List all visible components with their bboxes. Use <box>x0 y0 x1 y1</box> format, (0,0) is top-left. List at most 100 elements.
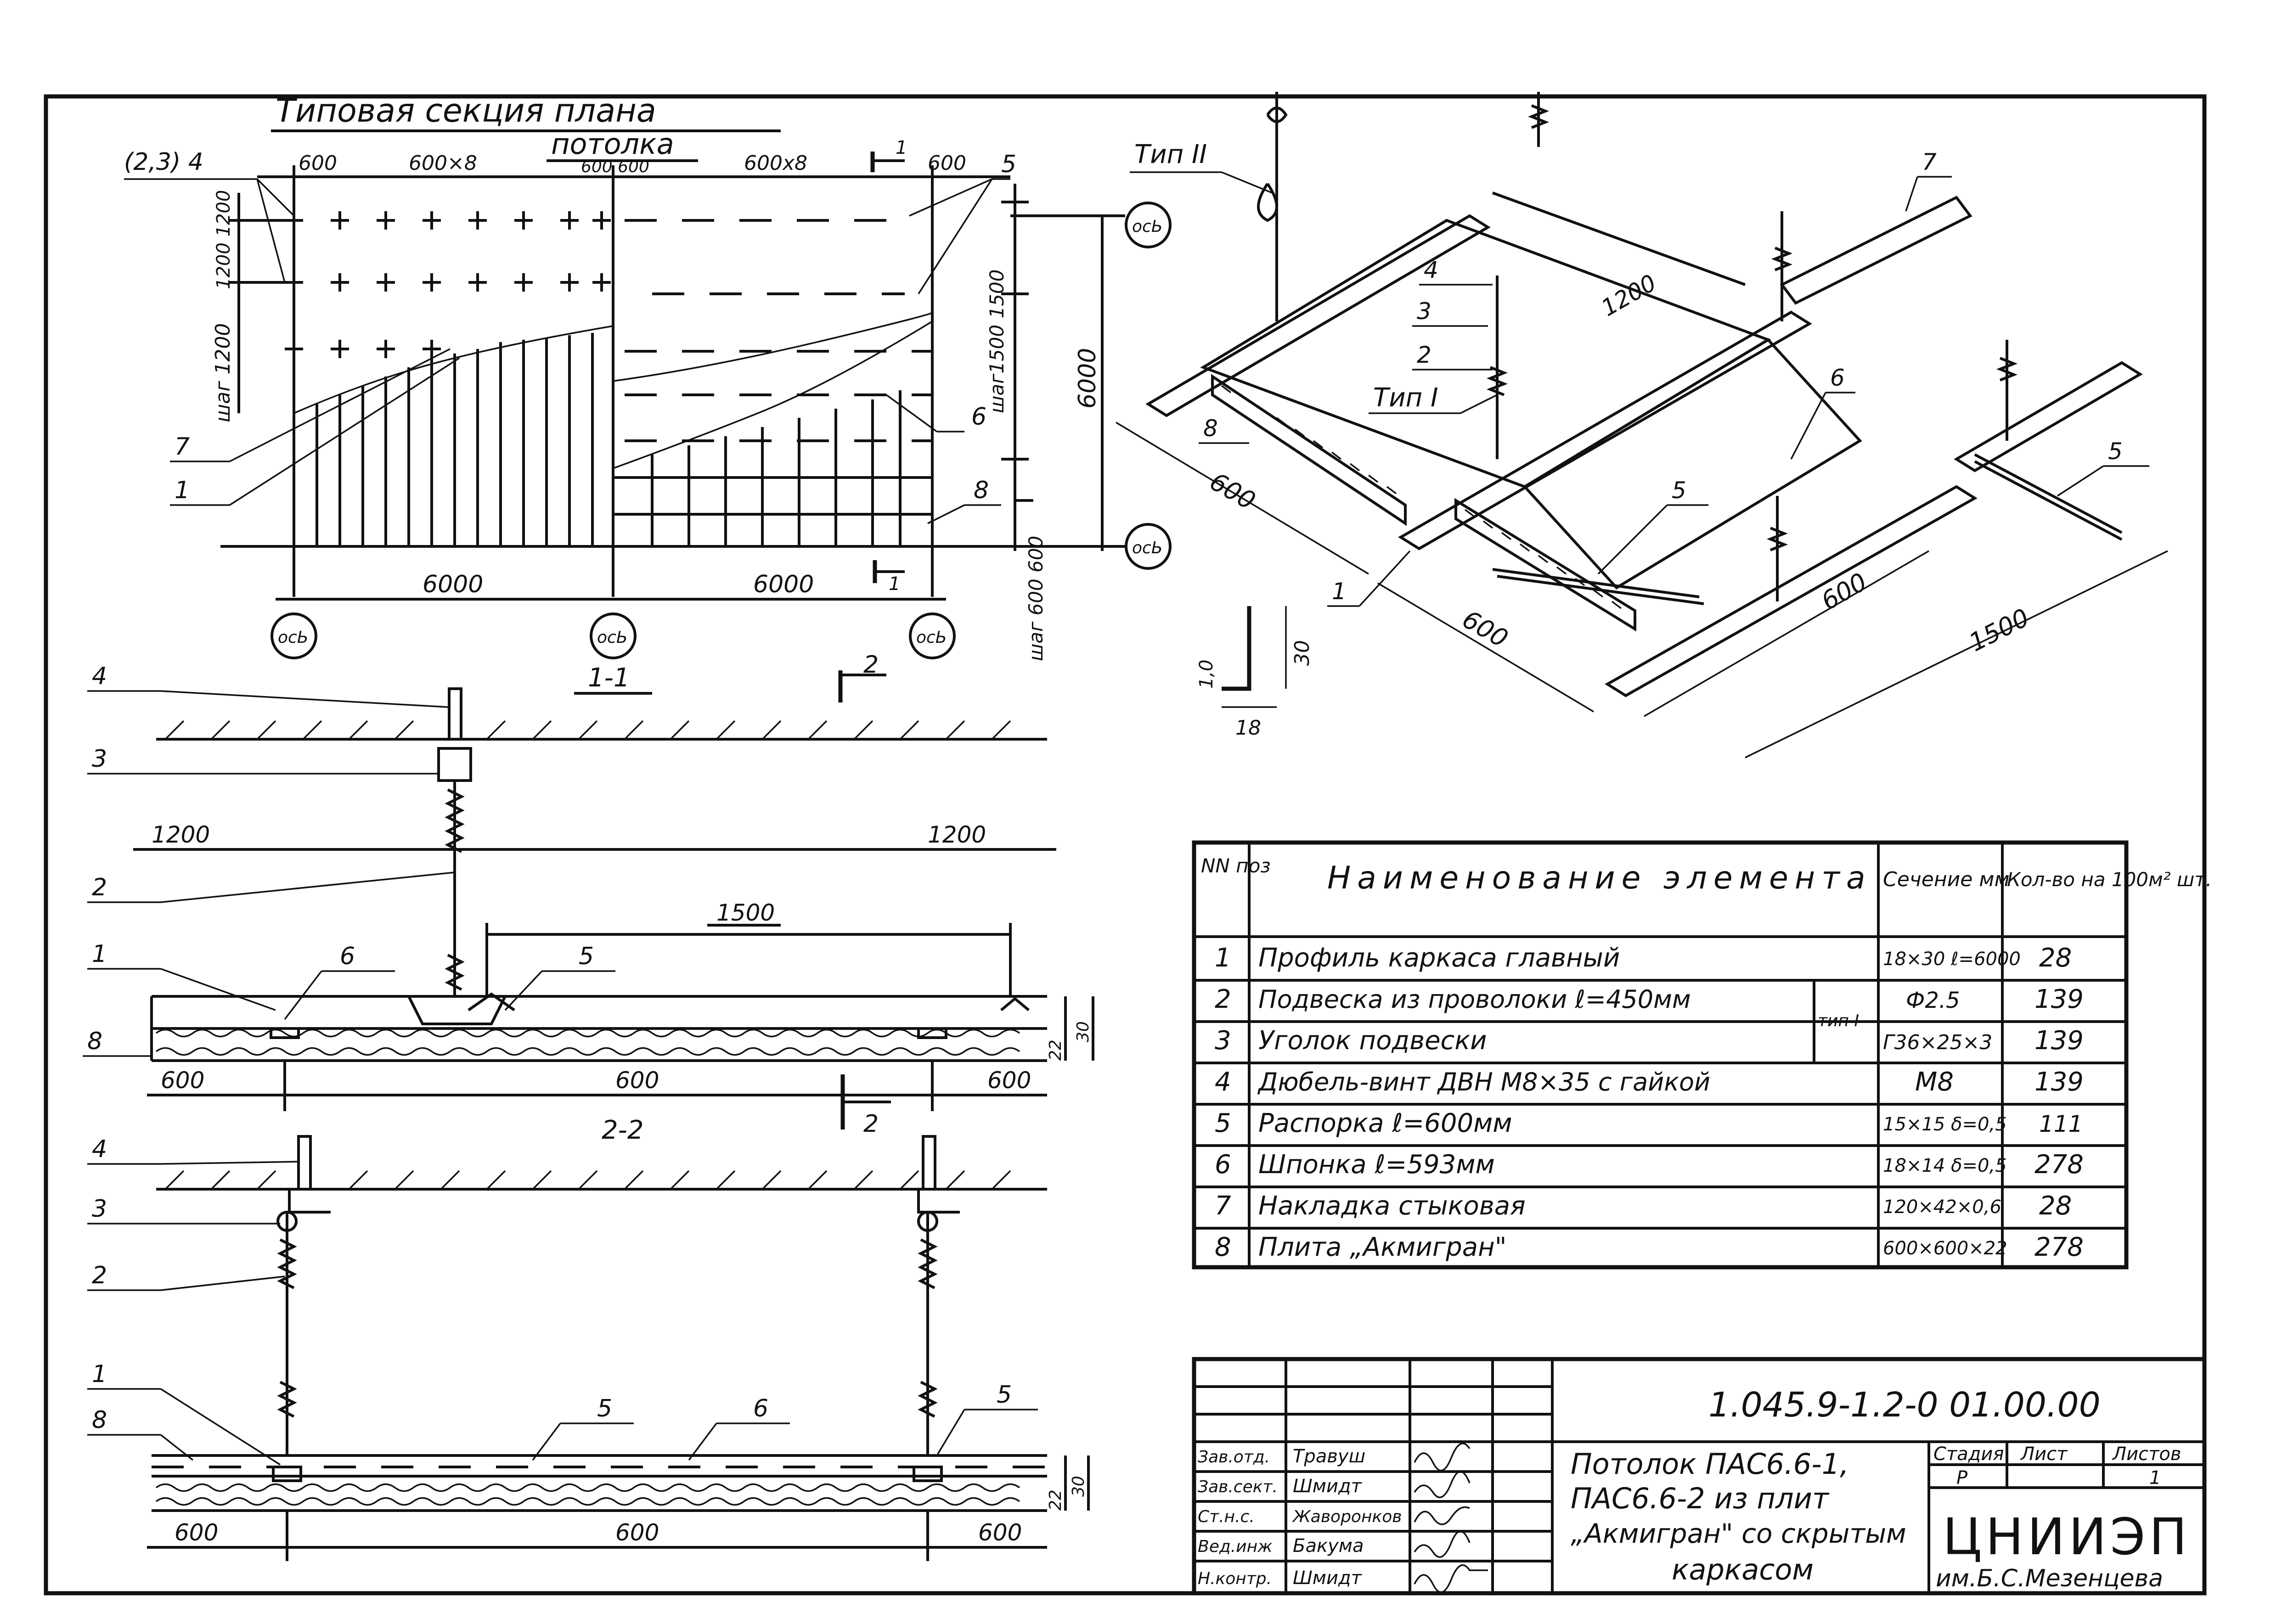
section22-dim-30: 30 <box>1069 1476 1088 1497</box>
section11-label-4: 4 <box>92 663 107 690</box>
sign-name: Шмидт <box>1293 1568 1363 1589</box>
iso-type1-label: Тип I <box>1373 383 1438 413</box>
section11-label-1: 1 <box>92 940 107 968</box>
iso-type2-label: Тип II <box>1134 140 1207 169</box>
plan-dim-600-600: 600 600 <box>581 157 649 176</box>
spec-row-qty: 139 <box>2034 1026 2084 1056</box>
section11-mark: 2 <box>863 651 879 679</box>
iso-label-3: 3 <box>1417 298 1431 325</box>
spec-row-name: Дюбель-винт ДВН М8×35 с гайкой <box>1257 1068 1710 1096</box>
section11-dim-30: 30 <box>1074 1021 1093 1042</box>
title-line-3: „Акмигран" со скрытым <box>1571 1518 1906 1549</box>
section11-mark-bottom: 2 <box>863 1110 879 1138</box>
plan-callout-5: 5 <box>1001 151 1016 178</box>
sign-name: Жаворонков <box>1292 1507 1402 1526</box>
sign-name: Бакума <box>1293 1535 1364 1557</box>
plan-dim-step1200: шаг 1200 <box>211 323 235 422</box>
section22-label-5-left: 5 <box>597 1395 612 1422</box>
section22-label-8: 8 <box>92 1406 107 1434</box>
plan-dim-6000-right: 6000 <box>753 571 814 598</box>
section-2-2: 2-2 4 3 2 1 8 5 6 5 <box>87 1115 1090 1561</box>
spec-table: NN поз Наименование элемента Сечение мм … <box>1192 840 2212 1270</box>
plan-title-line1: Типовая секция плана <box>276 92 656 129</box>
spec-row-qty: 111 <box>2039 1111 2083 1137</box>
spec-row-pos: 3 <box>1215 1026 1231 1056</box>
spec-row-section: М8 <box>1915 1067 1954 1097</box>
section-1-1: 1-1 2 4 3 2 1200 1200 1500 1 6 <box>83 651 1094 1138</box>
iso-label-5-middle: 5 <box>1672 477 1686 504</box>
iso-label-5-right: 5 <box>2108 438 2123 465</box>
spec-row-name: Шпонка ℓ=593мм <box>1258 1150 1495 1180</box>
sign-role: Н.контр. <box>1198 1569 1272 1588</box>
section11-label-8: 8 <box>87 1028 102 1055</box>
spec-row: 3 Уголок подвески Г36×25×3 139 <box>1215 1026 2084 1056</box>
iso-label-1: 1 <box>1332 578 1347 605</box>
section22-label-4: 4 <box>92 1135 107 1163</box>
org-sub: им.Б.С.Мезенцева <box>1936 1565 2163 1592</box>
spec-row-section: 18×30 ℓ=6000 <box>1883 949 2021 970</box>
plan-callout-234: (2,3) 4 <box>124 148 203 176</box>
spec-row: 4 Дюбель-винт ДВН М8×35 с гайкой М8 139 <box>1215 1067 2084 1097</box>
plan-dim-step600: шаг 600 600 <box>1025 536 1047 661</box>
spec-row: 8 Плита „Акмигран" 600×600×22 278 <box>1215 1232 2084 1262</box>
spec-row-qty: 139 <box>2034 1067 2084 1097</box>
section22-dim-600-right: 600 <box>978 1519 1022 1546</box>
plan-section-mark-top: 1 <box>896 137 907 158</box>
plan-dim-600-left: 600 <box>299 152 337 175</box>
spec-row: 5 Распорка ℓ=600мм 15×15 δ=0,5 111 <box>1215 1108 2083 1138</box>
section11-dim-1500: 1500 <box>716 899 775 926</box>
spec-row-pos: 7 <box>1215 1191 1231 1221</box>
section22-dim-600-left: 600 <box>175 1519 218 1546</box>
iso-profile-h: 30 <box>1291 640 1314 666</box>
iso-profile-t: 1,0 <box>1196 659 1217 689</box>
plan-dim-600x8-right: 600x8 <box>744 152 807 175</box>
spec-row-qty: 139 <box>2034 984 2084 1014</box>
plan-callout-8: 8 <box>974 477 989 504</box>
spec-row-pos: 6 <box>1215 1150 1231 1180</box>
spec-header-name: Наименование элемента <box>1327 860 1872 896</box>
title-line-2: ПАС6.6-2 из плит <box>1571 1482 1830 1515</box>
org-name: ЦНИИЭП <box>1943 1507 2191 1566</box>
isometric-view: Тип II Тип I 4 3 2 7 6 8 5 5 1 600 600 <box>1116 92 2168 759</box>
spec-row-name: Накладка стыковая <box>1258 1191 1526 1221</box>
iso-label-8: 8 <box>1203 415 1218 442</box>
spec-row-pos: 5 <box>1215 1108 1231 1138</box>
section11-dim-600-right: 600 <box>987 1067 1031 1094</box>
section11-dim-600-middle: 600 <box>615 1067 659 1094</box>
iso-dim-600-left: 600 <box>1205 467 1261 516</box>
sheets-value: 1 <box>2149 1467 2161 1489</box>
spec-row-qty: 28 <box>2039 943 2072 973</box>
section22-label-5-right: 5 <box>997 1381 1012 1409</box>
spec-header-pos: NN поз <box>1201 854 1271 877</box>
plan-dim-6000-left: 6000 <box>423 571 483 598</box>
title-block: 1.045.9-1.2-0 01.00.00 Зав.отд. Травуш З… <box>1192 1357 2207 1596</box>
spec-row: 2 Подвеска из проволоки ℓ=450мм тип I Ф2… <box>1215 984 2084 1030</box>
sign-role: Зав.отд. <box>1198 1448 1270 1467</box>
plan-tiles-right <box>613 390 932 548</box>
section22-label-2: 2 <box>92 1262 107 1289</box>
plan-axis-1: осЬ <box>278 628 309 647</box>
plan-callout-6: 6 <box>971 403 986 431</box>
spec-row-lines <box>1194 979 2126 1230</box>
section22-dim-600-middle: 600 <box>615 1519 659 1546</box>
plan-view: Типовая секция плана потолка 600 600×8 6… <box>124 92 1172 661</box>
spec-row: 6 Шпонка ℓ=593мм 18×14 δ=0,5 278 <box>1215 1150 2084 1180</box>
spec-row-section: 600×600×22 <box>1883 1238 2007 1259</box>
sign-role: Зав.сект. <box>1198 1478 1278 1496</box>
section11-dim-1200-right: 1200 <box>928 821 986 848</box>
sign-role: Вед.инж <box>1198 1537 1273 1556</box>
iso-profile-w: 18 <box>1235 716 1261 740</box>
plan-title-line2: потолка <box>551 127 674 161</box>
section22-label-3: 3 <box>92 1195 107 1223</box>
iso-dim-600-right: 600 <box>1816 567 1872 616</box>
iso-dim-600-bottom: 600 <box>1458 605 1513 653</box>
spec-row-name: Распорка ℓ=600мм <box>1258 1108 1512 1138</box>
plan-callout-1: 1 <box>175 477 190 504</box>
stage-label: Стадия <box>1933 1444 2004 1465</box>
section11-label-6: 6 <box>340 943 355 970</box>
spec-row-type: тип I <box>1818 1011 1859 1030</box>
plan-callout-7: 7 <box>175 433 190 461</box>
iso-dim-1200: 1200 <box>1597 270 1661 322</box>
spec-row-section: Ф2.5 <box>1906 988 1960 1013</box>
spec-row-name: Плита „Акмигран" <box>1258 1232 1506 1262</box>
